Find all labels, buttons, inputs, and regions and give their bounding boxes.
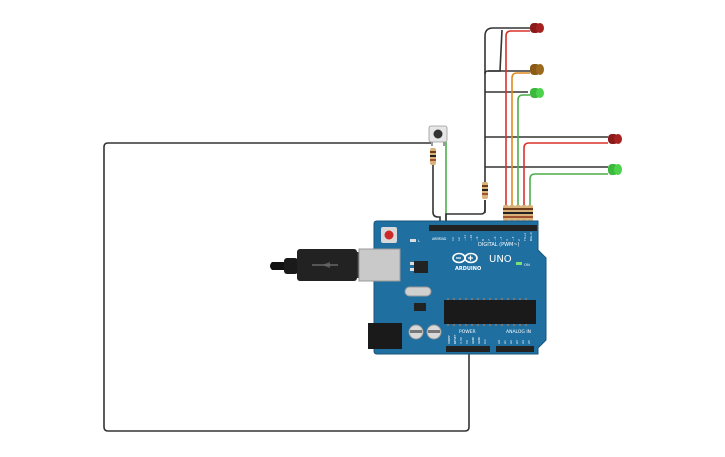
power-label: POWER	[459, 329, 476, 335]
analog-pin-label-5: A5	[527, 340, 531, 344]
led-resistors[interactable]	[503, 205, 533, 221]
arduino-label: ARDUINO	[455, 266, 481, 272]
pushbutton-icon[interactable]	[428, 125, 448, 146]
ground-to-board-wire[interactable]	[445, 200, 486, 228]
power-pin-label-0: IOREF	[447, 335, 451, 344]
analog-label: ANALOG IN	[506, 329, 531, 335]
ground-resistor[interactable]	[482, 182, 488, 199]
atmega-chip	[444, 300, 536, 324]
signal-wires[interactable]	[505, 30, 608, 210]
digital-pin-label-3: ~10	[469, 235, 473, 241]
analog-pin-label-4: A4	[521, 340, 525, 344]
digital-pin-label-1: 12	[457, 237, 461, 241]
digital-pin-label-10: ~3	[511, 236, 515, 241]
digital-pin-label-13: RX←0	[529, 232, 533, 241]
gnd-loop-wire[interactable]	[103, 142, 470, 432]
power-pin-label-2: 3.3V	[459, 336, 463, 344]
led-red-2[interactable]	[608, 134, 622, 144]
ground-bus-wires[interactable]	[484, 27, 608, 213]
digital-pin-label-8: ~5	[499, 236, 503, 241]
analog-pin-label-2: A2	[509, 340, 513, 344]
arduino-uno-board[interactable]: AREF GND DIGITAL (PWM~) L TX RX ON UNO A…	[358, 220, 547, 355]
l-label: L	[418, 239, 420, 243]
digital-pin-label-11: 2	[517, 239, 521, 241]
analog-header[interactable]	[496, 346, 534, 352]
arduino-logo-icon	[452, 252, 478, 264]
led-red-1[interactable]	[530, 23, 544, 33]
on-label: ON	[524, 262, 530, 267]
power-pin-label-5: GND	[477, 336, 481, 344]
led-orange[interactable]	[530, 64, 544, 75]
digital-pin-label-6: 7	[487, 239, 491, 241]
analog-pin-label-1: A1	[503, 340, 507, 344]
digital-pin-label-5: 8	[481, 239, 485, 241]
usb-chip	[414, 261, 428, 273]
digital-pin-label-9: 4	[505, 239, 509, 241]
power-pin-label-3: 5V	[465, 339, 469, 344]
digital-label: DIGITAL (PWM~)	[478, 242, 520, 248]
power-pin-label-1: RESET	[453, 334, 457, 344]
digital-pin-label-7: ~6	[493, 236, 497, 241]
analog-pin-label-3: A3	[515, 340, 519, 344]
digital-pin-label-12: TX→1	[523, 233, 527, 242]
digital-pin-label-4: ~9	[475, 236, 479, 241]
usb-cable-icon[interactable]	[270, 249, 365, 281]
digital-pin-label-2: ~11	[463, 235, 467, 241]
power-header[interactable]	[446, 346, 490, 352]
regulator	[414, 303, 426, 311]
digital-pin-label-0: 13	[451, 237, 455, 241]
digital-header[interactable]	[429, 225, 537, 231]
uno-label: UNO	[489, 254, 512, 265]
aref-label: AREF	[432, 237, 440, 241]
power-pin-label-6: Vin	[483, 339, 487, 344]
button-black-wire[interactable]	[432, 165, 441, 228]
button-resistor[interactable]	[430, 148, 436, 165]
led-green-1[interactable]	[530, 88, 544, 98]
led-green-2[interactable]	[608, 164, 622, 175]
analog-pin-label-0: A0	[497, 340, 501, 344]
power-pin-label-4: GND	[471, 336, 475, 344]
crystal	[404, 286, 432, 297]
power-jack	[368, 323, 402, 349]
gnd-label: GND	[439, 237, 447, 241]
usb-port	[358, 248, 401, 282]
